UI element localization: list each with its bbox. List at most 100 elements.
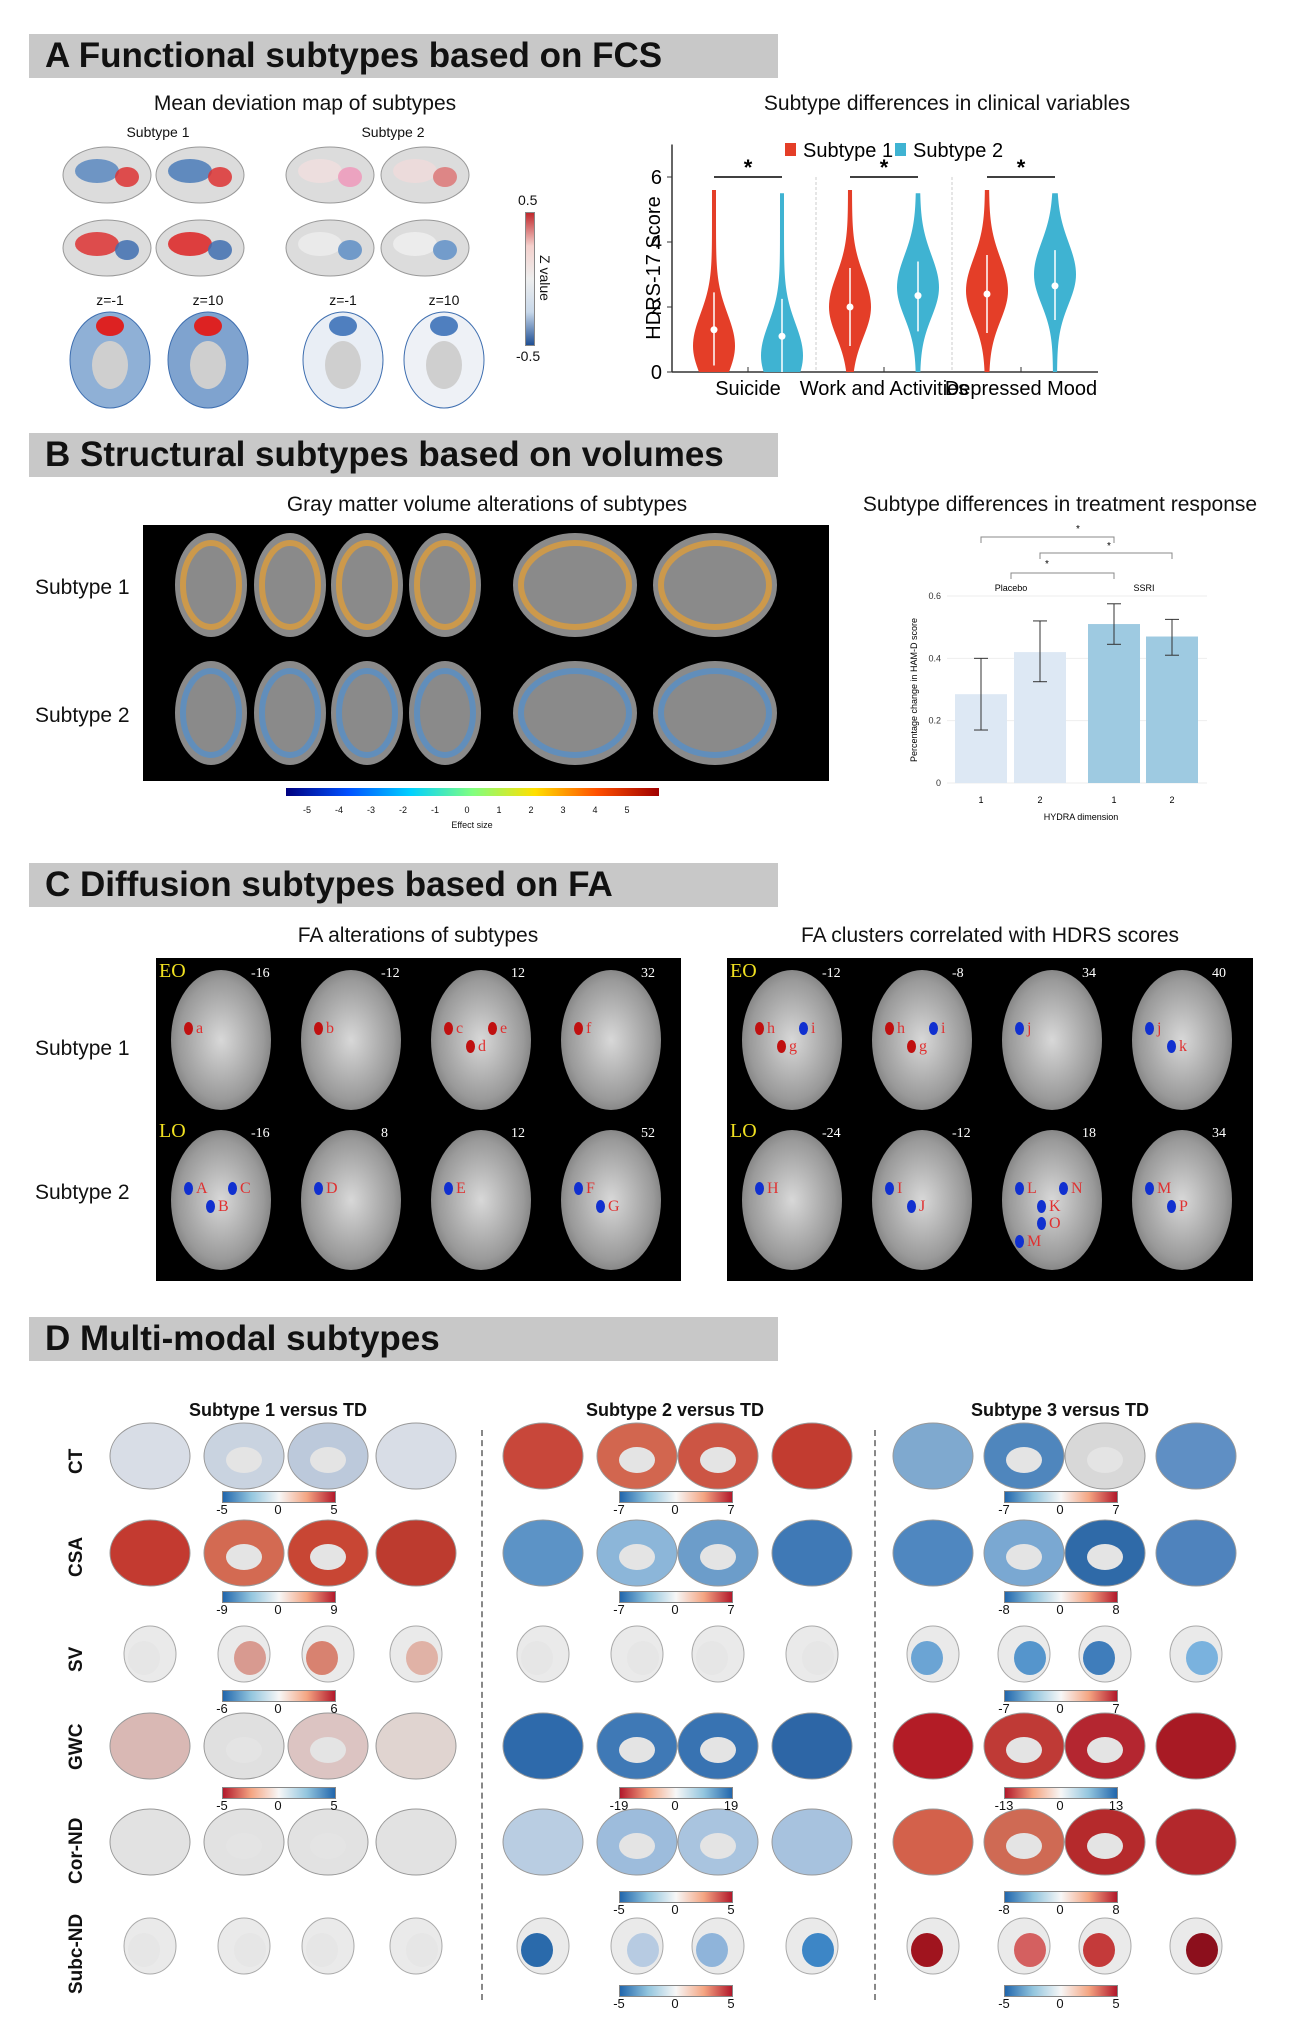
effect-size-colorbar (286, 788, 659, 796)
cluster-blob (314, 1182, 323, 1195)
category-label: Depressed Mood (945, 378, 1097, 400)
subcortical-region (802, 1641, 834, 1675)
activation-blob (75, 232, 119, 256)
activation-blob (115, 167, 139, 187)
activation-blob (393, 159, 437, 183)
subcortical-region (696, 1641, 728, 1675)
activation-blob (430, 316, 458, 336)
colorbar (619, 1985, 733, 1997)
mri-axial-slice (431, 970, 531, 1110)
subcortical-region (696, 1933, 728, 1967)
medial-wall (310, 1737, 346, 1763)
medial-wall (1087, 1833, 1123, 1859)
cluster-blob (777, 1040, 786, 1053)
colorbar-tick: -7 (613, 1602, 625, 1617)
category-label: Work and Activities (800, 378, 969, 400)
colorbar-tick: 6 (330, 1701, 338, 1716)
cortical-surface (892, 1422, 974, 1490)
violin-median (914, 292, 922, 300)
slice-coordinate: -12 (952, 1126, 971, 1141)
cluster-blob (466, 1040, 475, 1053)
mri-axial-slice (171, 1130, 271, 1270)
subcortical-region (128, 1933, 160, 1967)
colorbar-tick: 4 (592, 805, 598, 815)
cortical-surface (502, 1808, 584, 1876)
cluster-blob (1015, 1022, 1024, 1035)
cluster-label: c (456, 1020, 464, 1037)
colorbar-tick: 0 (464, 805, 470, 815)
slice-coordinate: 12 (511, 1126, 525, 1141)
x-tick-label: 1 (1111, 795, 1116, 805)
medial-wall (619, 1544, 655, 1570)
y-tick-label: 0.2 (928, 716, 941, 726)
facet-label: Placebo (995, 583, 1028, 593)
group-label-lo: LO (159, 1120, 186, 1142)
colorbar (1004, 1591, 1118, 1603)
group-label-eo: EO (159, 960, 186, 982)
violin-subtype-2 (761, 193, 803, 372)
colorbar-tick: -8 (998, 1902, 1010, 1917)
medial-wall (226, 1737, 262, 1763)
panel-c-left-title: FA alterations of subtypes (297, 924, 539, 947)
medial-wall (1006, 1737, 1042, 1763)
cluster-label: M (1157, 1180, 1172, 1197)
significance-bracket (1039, 552, 1173, 559)
colorbar-tick: 0 (1056, 1996, 1064, 2011)
x-tick-label: 2 (1037, 795, 1042, 805)
subcortical-region (521, 1933, 553, 1967)
slice-label: z=10 (428, 292, 460, 308)
mri-axial-slice (561, 970, 661, 1110)
colorbar-tick: 7 (727, 1602, 735, 1617)
subcortical-region (406, 1641, 438, 1675)
cluster-blob (907, 1040, 916, 1053)
cortical-surface (375, 1422, 457, 1490)
gray-matter (325, 341, 361, 389)
mri-slice (331, 533, 403, 637)
colorbar-tick: 0 (274, 1701, 282, 1716)
cortical-surface (892, 1808, 974, 1876)
gray-matter (426, 341, 462, 389)
colorbar-tick: -19 (609, 1798, 629, 1813)
slice-coordinate: 34 (1082, 966, 1096, 981)
colorbar-tick: -5 (613, 1996, 625, 2011)
slice-coordinate: -12 (822, 966, 841, 981)
cluster-blob (1015, 1235, 1024, 1248)
cluster-label: j (1157, 1020, 1162, 1037)
slice-coordinate: -8 (952, 966, 964, 981)
slice-coordinate: 12 (511, 966, 525, 981)
medial-wall (700, 1447, 736, 1473)
cluster-blob (755, 1182, 764, 1195)
cluster-label: i (941, 1020, 946, 1037)
colorbar-tick: -5 (216, 1798, 228, 1813)
slice-coordinate: -16 (251, 966, 270, 981)
panel-a-brain-maps (62, 146, 485, 409)
colorbar (1004, 1690, 1118, 1702)
cluster-blob (885, 1182, 894, 1195)
subcortical-region (521, 1641, 553, 1675)
cortical-surface (109, 1712, 191, 1780)
cluster-blob (1037, 1200, 1046, 1213)
cluster-label: g (919, 1038, 927, 1055)
mri-axial-slice (1132, 1130, 1232, 1270)
colorbar (1004, 1491, 1118, 1503)
cluster-blob (444, 1022, 453, 1035)
activation-blob (208, 240, 232, 260)
colorbar-tick: 9 (330, 1602, 338, 1617)
colorbar (222, 1690, 336, 1702)
negative-effect-overlay (518, 668, 632, 758)
cortical-surface (375, 1519, 457, 1587)
subcortical-region (911, 1933, 943, 1967)
slice-coordinate: -24 (822, 1126, 841, 1141)
cluster-label: j (1027, 1020, 1032, 1037)
row-label-subtype2: Subtype 2 (35, 1181, 130, 1204)
column-title: Subtype 1 versus TD (188, 1400, 368, 1420)
cluster-label: d (478, 1038, 486, 1055)
mri-slice (175, 661, 247, 765)
negative-effect-overlay (180, 668, 242, 758)
cluster-label: O (1049, 1215, 1061, 1232)
cluster-label: e (500, 1020, 508, 1037)
panel-c-right-title: FA clusters correlated with HDRS scores (800, 924, 1180, 947)
colorbar-tick: -7 (613, 1502, 625, 1517)
